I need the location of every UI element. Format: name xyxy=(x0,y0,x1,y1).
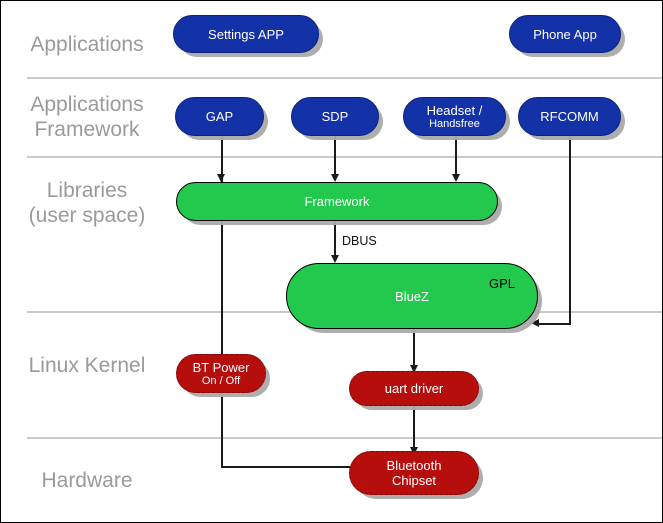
arrowhead-sdp-to-framework xyxy=(330,174,339,182)
node-headset-handsfree[interactable]: Headset / Handsfree xyxy=(403,97,506,136)
node-sdp-label: SDP xyxy=(321,109,349,124)
node-headset-handsfree-label-line2: Handsfree xyxy=(429,117,480,130)
layer-divider-applications xyxy=(27,77,662,79)
edge-framework-to-bluez xyxy=(334,221,336,259)
node-uart-driver-label: uart driver xyxy=(384,381,444,396)
arrowhead-gap-to-framework xyxy=(216,174,225,182)
node-bluez-gpl-tag: GPL xyxy=(488,276,515,291)
layer-divider-kernel xyxy=(27,437,662,439)
node-settings-app-label: Settings APP xyxy=(208,26,284,42)
edge-uart-to-chipset xyxy=(413,406,415,451)
edge-rfcomm-to-bluez-horizontal xyxy=(537,323,570,325)
edge-gap-to-chipset-horizontal xyxy=(221,466,358,468)
node-sdp[interactable]: SDP xyxy=(291,97,379,136)
arrowhead-bluez-to-uart xyxy=(409,365,418,373)
arrowhead-framework-to-bluez xyxy=(330,255,339,263)
node-gap-label: GAP xyxy=(205,109,234,124)
node-bt-power[interactable]: BT Power On / Off xyxy=(176,354,266,393)
node-uart-driver[interactable]: uart driver xyxy=(349,371,479,406)
edge-bluez-to-uart xyxy=(413,329,415,369)
layer-label-applications: Applications xyxy=(30,33,144,56)
edge-headset-to-framework xyxy=(455,136,457,177)
edge-sdp-to-framework xyxy=(334,136,336,177)
node-framework-label: Framework xyxy=(304,194,370,209)
node-bluez-label: BlueZ xyxy=(395,288,429,304)
node-bluez[interactable]: GPL BlueZ xyxy=(286,263,538,329)
layer-label-libraries: Libraries (user space) xyxy=(28,179,146,227)
layer-label-applications-framework: Applications Framework xyxy=(30,93,144,141)
node-phone-app-label: Phone App xyxy=(533,26,597,42)
arrowhead-rfcomm-to-bluez xyxy=(531,319,539,327)
edge-label-dbus: DBUS xyxy=(342,234,377,248)
node-bt-power-label-line2: On / Off xyxy=(201,374,241,387)
node-headset-handsfree-label-line1: Headset / xyxy=(426,102,483,118)
edge-rfcomm-trunk xyxy=(569,136,571,325)
arrowhead-headset-to-framework xyxy=(451,174,460,182)
node-phone-app[interactable]: Phone App xyxy=(509,15,621,53)
layer-divider-framework xyxy=(27,156,662,158)
node-framework[interactable]: Framework xyxy=(176,182,498,221)
edge-gap-trunk xyxy=(221,136,223,467)
node-rfcomm[interactable]: RFCOMM xyxy=(518,97,621,136)
node-gap[interactable]: GAP xyxy=(175,97,264,136)
node-settings-app[interactable]: Settings APP xyxy=(173,15,319,53)
node-rfcomm-label: RFCOMM xyxy=(540,109,599,124)
layer-label-hardware: Hardware xyxy=(41,469,133,492)
node-bluetooth-chipset[interactable]: Bluetooth Chipset xyxy=(349,451,479,495)
node-bt-power-label-line1: BT Power xyxy=(192,359,250,375)
node-bluetooth-chipset-label-line1: Bluetooth xyxy=(386,458,442,473)
node-bluetooth-chipset-label-line2: Chipset xyxy=(391,473,437,488)
layer-label-linux-kernel: Linux Kernel xyxy=(28,354,146,377)
